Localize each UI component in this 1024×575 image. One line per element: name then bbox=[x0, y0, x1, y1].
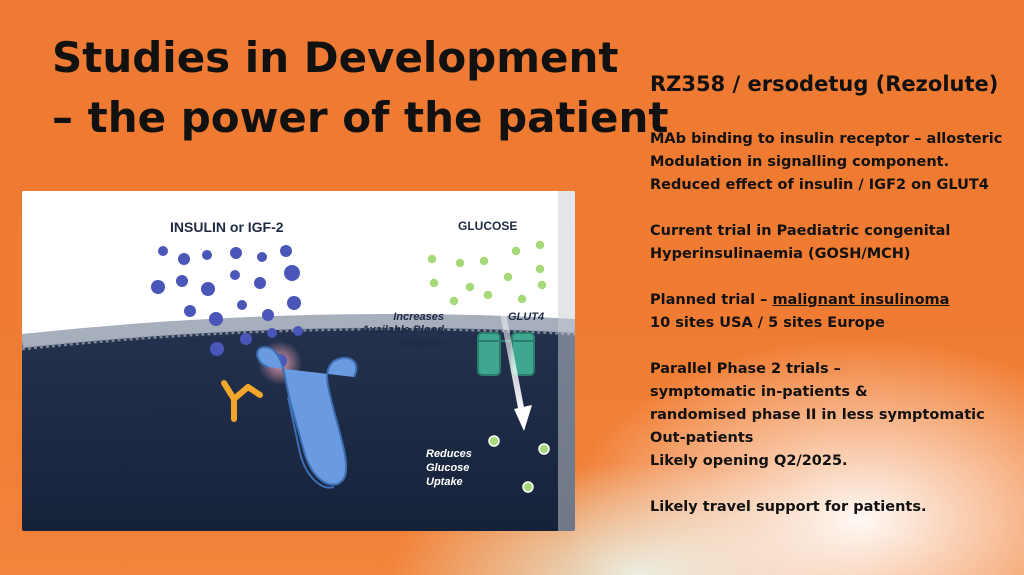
reduces-line: Uptake bbox=[426, 476, 463, 488]
mechanism-figure: INSULIN or IGF-2 GLUCOSE Increases Avail… bbox=[22, 191, 575, 531]
detail-line: Current trial in Paediatric congenital bbox=[650, 223, 951, 239]
drug-details: MAb binding to insulin receptor – allost… bbox=[650, 128, 1020, 519]
reduces-line: Reduces bbox=[426, 448, 472, 460]
insulin-receptor bbox=[256, 346, 358, 489]
rz358-antibody bbox=[221, 380, 263, 422]
insulin-label: INSULIN or IGF-2 bbox=[170, 219, 284, 235]
insulin-particles bbox=[151, 245, 303, 356]
detail-line: Modulation in signalling component. bbox=[650, 154, 950, 170]
increases-line: Available Blood bbox=[361, 324, 444, 336]
increases-line: Glucose bbox=[400, 337, 444, 349]
detail-line: 10 sites USA / 5 sites Europe bbox=[650, 315, 885, 331]
detail-line: Likely travel support for patients. bbox=[650, 499, 927, 515]
detail-line: Parallel Phase 2 trials – bbox=[650, 361, 841, 377]
increases-label: Increases Available Blood Glucose bbox=[358, 311, 444, 350]
reduces-label: Reduces Glucose Uptake bbox=[426, 447, 472, 489]
rz358-label: RZ358 Reduces Signaling bbox=[152, 386, 202, 428]
mechanism-illustration bbox=[22, 191, 575, 531]
detail-line: randomised phase II in less symptomatic bbox=[650, 407, 985, 423]
title-line-1: Studies in Development bbox=[52, 33, 619, 82]
drug-heading: RZ358 / ersodetug (Rezolute) bbox=[650, 72, 999, 96]
detail-line: symptomatic in-patients & bbox=[650, 384, 868, 400]
detail-line: Likely opening Q2/2025. bbox=[650, 453, 848, 469]
spacer bbox=[650, 266, 1020, 289]
planned-trial-label: Planned trial – bbox=[650, 292, 773, 308]
insulinoma-link[interactable]: malignant insulinoma bbox=[772, 292, 950, 308]
spacer bbox=[650, 473, 1020, 496]
glut4-label: GLUT4 bbox=[508, 311, 545, 323]
detail-line: Planned trial – malignant insulinoma bbox=[650, 289, 1020, 312]
spacer bbox=[650, 335, 1020, 358]
slide-title: Studies in Development – the power of th… bbox=[52, 28, 669, 148]
detail-line: Reduced effect of insulin / IGF2 on GLUT… bbox=[650, 177, 989, 193]
increases-line: Increases bbox=[393, 311, 444, 323]
rz358-line: RZ358 bbox=[152, 387, 186, 399]
title-line-2: – the power of the patient bbox=[52, 93, 669, 142]
detail-line: Out-patients bbox=[650, 430, 754, 446]
figure-edge bbox=[558, 191, 575, 531]
glut4-transporter bbox=[477, 332, 535, 376]
glucose-label: GLUCOSE bbox=[458, 219, 518, 233]
reduces-line: Glucose bbox=[426, 462, 470, 474]
detail-line: Hyperinsulinaemia (GOSH/MCH) bbox=[650, 246, 911, 262]
glucose-arrow bbox=[493, 276, 532, 431]
detail-line: MAb binding to insulin receptor – allost… bbox=[650, 131, 1003, 147]
spacer bbox=[650, 197, 1020, 220]
glucose-particles bbox=[426, 239, 550, 493]
rz358-line: Reduces bbox=[152, 401, 198, 413]
rz358-line: Signaling bbox=[152, 415, 202, 427]
cell-membrane bbox=[22, 314, 575, 348]
